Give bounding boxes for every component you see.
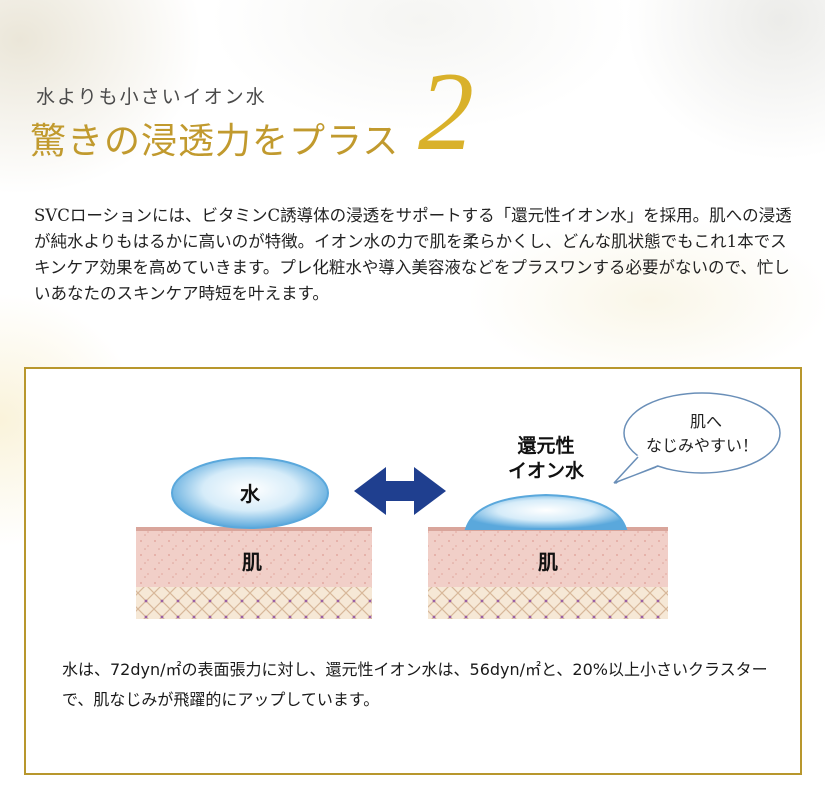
bubble-text-line1: 肌へ [690,412,722,431]
left-skin-layer [136,529,372,587]
ion-water-drop [464,493,628,530]
description-text: SVCローションには、ビタミンC誘導体の浸透をサポートする「還元性イオン水」を採… [34,206,792,303]
right-skin-tissue [428,587,668,619]
speech-bubble [613,392,781,485]
diagram-box: 水 肌 還元性 イオン水 肌 肌へ なじみやすい！ 水は、72dyn/㎡の表面張… [24,367,802,775]
left-skin-tissue [136,587,372,619]
water-drop [171,457,329,529]
comparison-arrow-icon [354,467,446,515]
left-skin-label: 肌 [242,550,262,574]
ion-water-label-line1: 還元性 [517,434,574,457]
right-skin-layer [428,529,668,587]
left-skin-surface [136,527,372,531]
bubble-text-line2: なじみやすい！ [646,436,758,455]
diagram-caption: 水は、72dyn/㎡の表面張力に対し、還元性イオン水は、56dyn/㎡と、20%… [62,660,768,709]
section-title: 驚きの浸透力をプラス [30,121,400,162]
water-drop-label: 水 [240,482,261,506]
section-number: 2 [418,50,474,174]
ion-water-label-line2: イオン水 [508,460,585,482]
penetration-diagram: 水 肌 還元性 イオン水 肌 肌へ なじみやすい！ [136,392,781,619]
left-skin [136,527,372,619]
right-skin-label: 肌 [538,550,558,574]
section-subtitle: 水よりも小さいイオン水 [36,86,267,108]
